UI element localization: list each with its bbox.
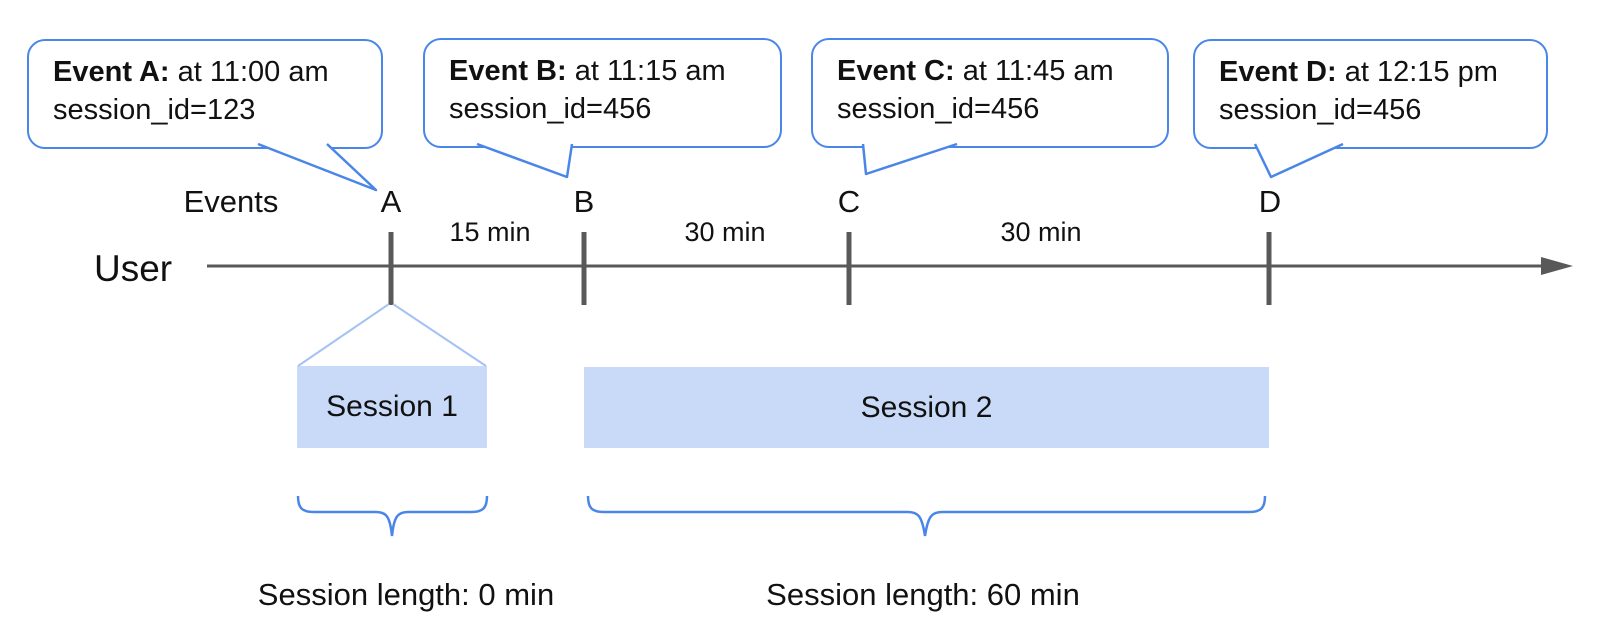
session-2-box: Session 2 xyxy=(584,367,1269,448)
event-d-callout: Event D: at 12:15 pm session_id=456 xyxy=(1193,39,1548,149)
event-c-letter: C xyxy=(837,184,861,219)
session-1-label: Session 1 xyxy=(326,390,458,423)
callout-title-bold: Event D: xyxy=(1219,56,1337,88)
interval-b-c-label: 30 min xyxy=(684,217,766,247)
session1-funnel-left-line xyxy=(297,303,390,367)
interval-c-d-label: 30 min xyxy=(1000,217,1082,247)
session-1-brace xyxy=(296,495,489,537)
callout-title-rest: at 11:15 am xyxy=(566,55,726,87)
callout-title-bold: Event C: xyxy=(837,55,955,87)
event-a-letter: A xyxy=(380,184,402,219)
event-a-callout: Event A: at 11:00 am session_id=123 xyxy=(27,39,383,149)
session-2-label: Session 2 xyxy=(860,390,993,424)
event-b-callout: Event B: at 11:15 am session_id=456 xyxy=(423,38,782,148)
callout-title-rest: at 12:15 pm xyxy=(1336,56,1498,88)
callout-title-rest: at 11:45 am xyxy=(954,55,1114,87)
interval-a-b-label: 15 min xyxy=(449,217,531,247)
callout-session-id: session_id=456 xyxy=(1219,94,1422,126)
user-row-label: User xyxy=(94,248,173,289)
timeline-arrowhead-icon xyxy=(1541,257,1573,275)
callout-title-bold: Event A: xyxy=(53,56,170,88)
session-2-brace xyxy=(586,495,1267,537)
callout-title: Event D: at 12:15 pm xyxy=(1219,53,1522,91)
session-1-length-label: Session length: 0 min xyxy=(257,577,555,612)
session-2-length-label: Session length: 60 min xyxy=(766,577,1080,612)
callout-tail-b xyxy=(476,142,574,179)
callout-title-rest: at 11:00 am xyxy=(169,56,329,88)
callout-session-id: session_id=456 xyxy=(449,93,652,125)
callout-session-id: session_id=456 xyxy=(837,93,1040,125)
callout-tail-c xyxy=(861,142,958,176)
callout-title: Event A: at 11:00 am xyxy=(53,53,357,91)
callout-title: Event C: at 11:45 am xyxy=(837,52,1143,90)
callout-session-id: session_id=123 xyxy=(53,94,256,126)
session-1-box: Session 1 xyxy=(297,366,487,448)
callout-title-bold: Event B: xyxy=(449,55,567,87)
session1-funnel-right-line xyxy=(392,303,487,367)
events-axis-label: Events xyxy=(183,184,279,219)
event-b-letter: B xyxy=(573,184,595,219)
callout-title: Event B: at 11:15 am xyxy=(449,52,756,90)
event-c-callout: Event C: at 11:45 am session_id=456 xyxy=(811,38,1169,148)
event-d-letter: D xyxy=(1258,184,1282,219)
